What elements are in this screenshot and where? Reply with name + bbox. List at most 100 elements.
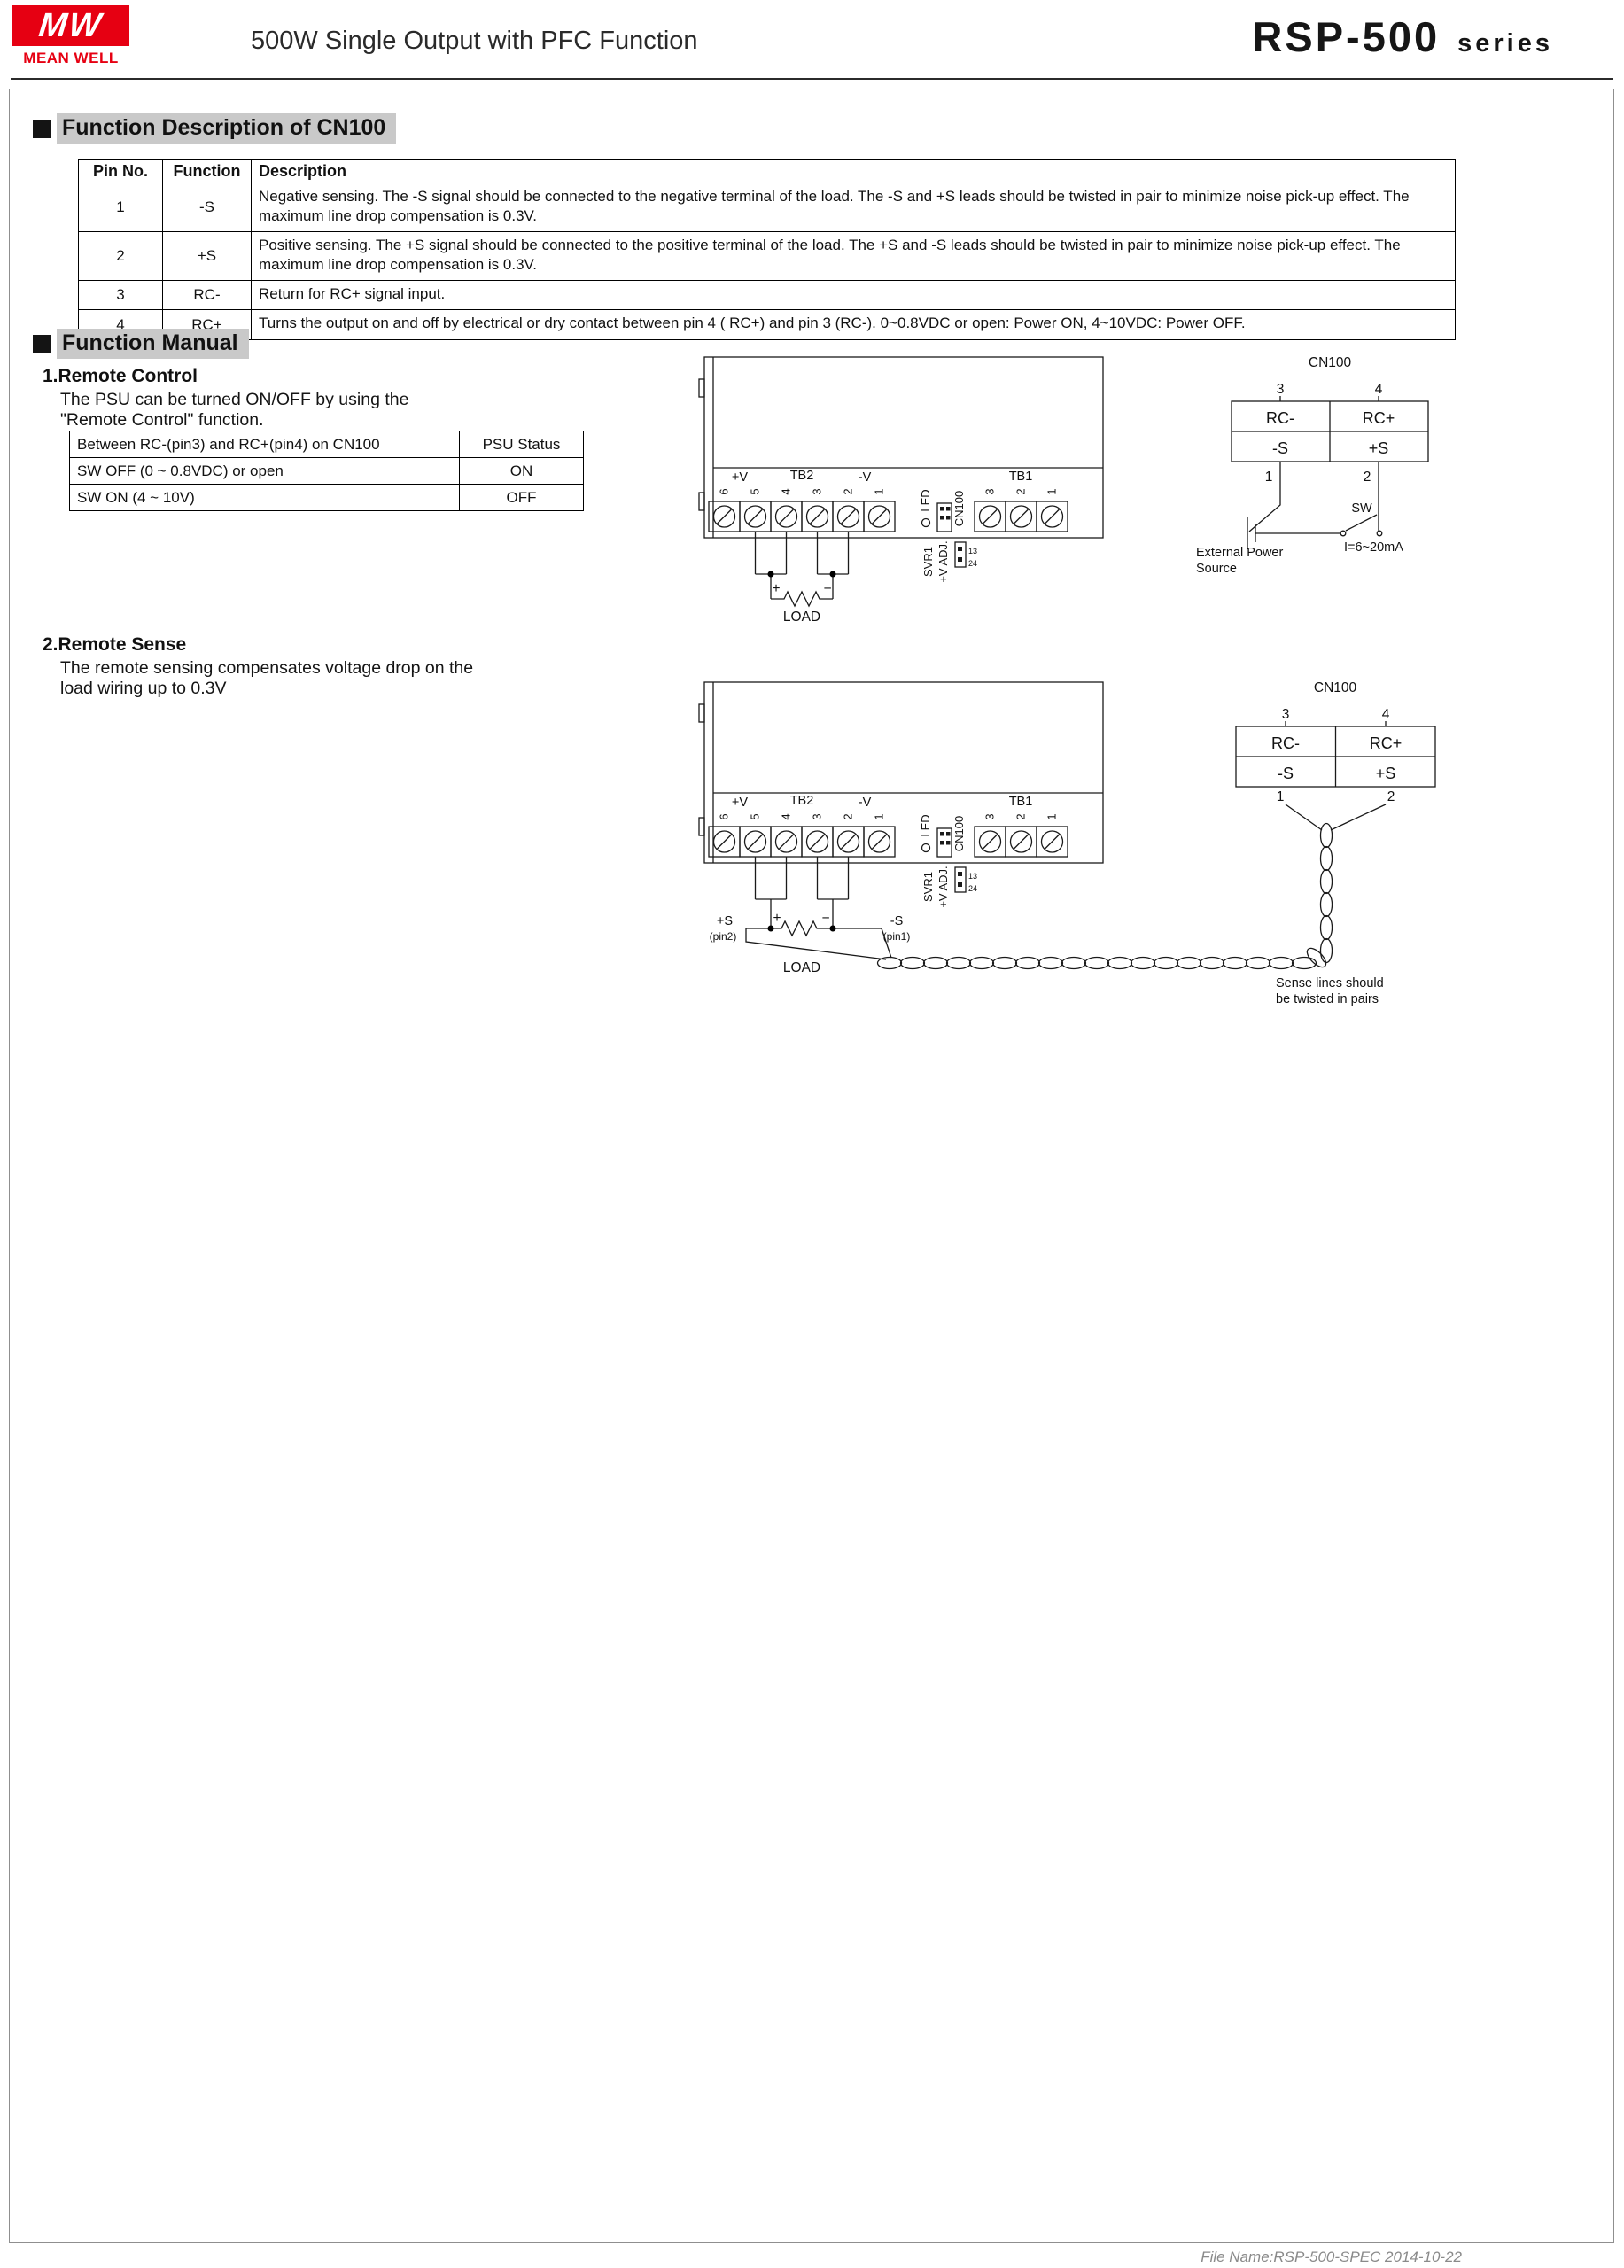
tb1-label: TB1 xyxy=(1009,470,1033,484)
cn100-detail-title: CN100 xyxy=(1309,355,1352,370)
twisted-note-line1: Sense lines should xyxy=(1276,976,1384,990)
section-bullet-icon xyxy=(33,119,51,138)
table-row: SW OFF (0 ~ 0.8VDC) or open ON xyxy=(69,457,584,485)
document-subtitle: 500W Single Output with PFC Function xyxy=(251,27,698,55)
load-plus-label: + xyxy=(773,911,781,926)
led-label: LED xyxy=(919,814,932,836)
table-row: 1 -S Negative sensing. The -S signal sho… xyxy=(78,182,1456,233)
condition-cell: SW OFF (0 ~ 0.8VDC) or open xyxy=(69,457,460,485)
svr-pin-label: 13 xyxy=(968,547,977,555)
led-indicator-icon xyxy=(921,517,931,528)
tb1-terminal-block xyxy=(974,826,1068,858)
v-adj-label: +V ADJ. xyxy=(936,866,950,907)
tb1-pin-label: 1 xyxy=(1045,813,1059,819)
remote-sense-heading: 2.Remote Sense xyxy=(43,634,187,655)
cn100-detail-title: CN100 xyxy=(1314,680,1357,695)
load-wiring xyxy=(754,532,850,608)
pin-function: RC- xyxy=(162,280,252,311)
led-label: LED xyxy=(919,489,932,511)
tb2-pin-label: 6 xyxy=(718,813,731,819)
cn100-pin-top-label: 3 xyxy=(1282,707,1290,722)
minus-s-label: -S xyxy=(890,914,904,928)
pin-description: Positive sensing. The +S signal should b… xyxy=(251,231,1456,282)
load-plus-label: + xyxy=(772,581,780,596)
col-header-status: PSU Status xyxy=(459,431,584,458)
svr-pin-label: 24 xyxy=(968,884,977,893)
svr-pin-label: 24 xyxy=(968,559,977,568)
tb2-pin-label: 1 xyxy=(873,813,886,819)
col-header-condition: Between RC-(pin3) and RC+(pin4) on CN100 xyxy=(69,431,460,458)
tb2-terminal-block xyxy=(708,501,896,532)
cn100-panel-connector xyxy=(936,827,952,858)
meanwell-logo: MW xyxy=(12,5,129,46)
tb2-label: TB2 xyxy=(790,469,814,483)
remote-control-heading: 1.Remote Control xyxy=(43,366,198,386)
cn100-pin-bottom-label: 2 xyxy=(1364,470,1371,485)
cn100-pin-bottom-label: 1 xyxy=(1265,470,1273,485)
table-header-row: Pin No. Function Description xyxy=(78,159,1456,183)
series-suffix: series xyxy=(1457,29,1553,58)
table-row: 2 +S Positive sensing. The +S signal sho… xyxy=(78,231,1456,282)
cn100-panel-connector xyxy=(936,502,952,532)
svr-connector xyxy=(954,866,967,893)
load-label: LOAD xyxy=(783,960,820,975)
tb2-pin-label: 4 xyxy=(780,813,793,819)
cn100-pin-bottom-label: 2 xyxy=(1387,789,1395,804)
status-cell: OFF xyxy=(459,484,584,511)
minus-s-pin-label: (pin1) xyxy=(883,930,911,943)
cn100-cell-label: RC- xyxy=(1266,409,1294,427)
pin-number: 3 xyxy=(78,280,163,311)
tb1-pin-label: 3 xyxy=(983,813,997,819)
meanwell-logo-mark: MW xyxy=(37,6,105,44)
tb2-pin-label: 5 xyxy=(749,488,762,494)
section-bullet-icon xyxy=(33,334,51,353)
tb2-plus-v-label: +V xyxy=(732,796,748,810)
cn100-panel-label: CN100 xyxy=(952,816,966,851)
pin-number: 2 xyxy=(78,231,163,282)
cn100-cell-label: -S xyxy=(1278,765,1294,782)
tb2-pin-label: 3 xyxy=(811,813,824,819)
cn100-pin-table: Pin No. Function Description 1 -S Negati… xyxy=(78,159,1456,340)
svr1-label: SVR1 xyxy=(921,547,935,577)
cn100-pin-bottom-label: 1 xyxy=(1277,789,1285,804)
load-minus-label: − xyxy=(821,911,829,926)
psu-case xyxy=(698,356,1104,539)
table-header-row: Between RC-(pin3) and RC+(pin4) on CN100… xyxy=(69,431,584,458)
tb2-pin-label: 2 xyxy=(842,488,855,494)
tb1-pin-label: 3 xyxy=(983,488,997,494)
pin-function: +S xyxy=(162,231,252,282)
tb2-pin-label: 5 xyxy=(749,813,762,819)
meanwell-logo-text: MEAN WELL xyxy=(23,50,119,66)
svr-pin-label: 13 xyxy=(968,872,977,881)
load-minus-label: − xyxy=(823,581,831,596)
footer-filename: File Name:RSP-500-SPEC 2014-10-22 xyxy=(1201,2249,1462,2265)
remote-switch-circuit xyxy=(1247,462,1383,549)
v-adj-label: +V ADJ. xyxy=(936,540,950,582)
pin-function: -S xyxy=(162,182,252,233)
cn100-cell-label: +S xyxy=(1376,765,1396,782)
col-header-function: Function xyxy=(162,159,252,183)
external-power-label-line1: External Power xyxy=(1196,546,1283,560)
current-label: I=6~20mA xyxy=(1344,540,1403,555)
twisted-pair-wires xyxy=(876,804,1387,970)
cn100-cell-label: -S xyxy=(1272,439,1288,457)
tb1-pin-label: 2 xyxy=(1014,813,1028,819)
tb1-pin-label: 2 xyxy=(1014,488,1028,494)
tb2-pin-label: 1 xyxy=(873,488,886,494)
switch-label: SW xyxy=(1351,501,1372,516)
tb1-label: TB1 xyxy=(1009,795,1033,809)
status-cell: ON xyxy=(459,457,584,485)
cn100-panel-label: CN100 xyxy=(952,491,966,526)
remote-sense-text-line1: The remote sensing compensates voltage d… xyxy=(60,658,474,678)
condition-cell: SW ON (4 ~ 10V) xyxy=(69,484,460,511)
remote-sense-diagram: +V TB2 -V 6 5 4 3 2 1 LED CN100 TB1 3 2 … xyxy=(698,680,1436,1006)
section-title-manual: Function Manual xyxy=(57,329,249,359)
tb1-terminal-block xyxy=(974,501,1068,532)
section-title-cn100: Function Description of CN100 xyxy=(57,113,397,144)
remote-sense-text-line2: load wiring up to 0.3V xyxy=(60,679,227,698)
cn100-detail-box xyxy=(1231,396,1429,462)
svr1-label: SVR1 xyxy=(921,872,935,902)
load-wiring xyxy=(745,857,892,960)
cn100-pin-top-label: 4 xyxy=(1382,707,1390,722)
pin-number: 1 xyxy=(78,182,163,233)
